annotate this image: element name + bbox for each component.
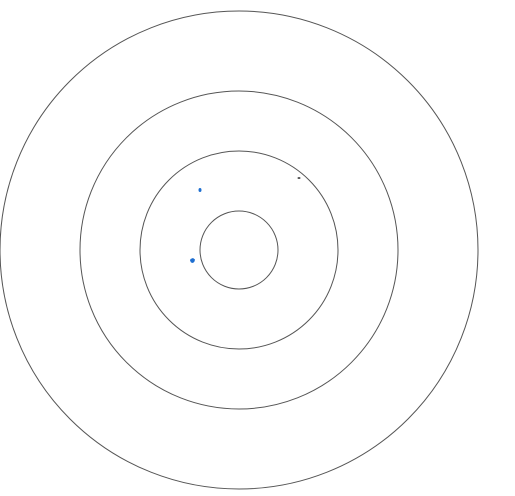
target-rings [0, 10, 479, 490]
mark-upper [198, 188, 202, 192]
marks [190, 177, 301, 263]
ring-inner [199, 210, 279, 290]
ring-second [139, 150, 339, 350]
mark-left-cluster [190, 258, 195, 263]
ring-outer [0, 10, 479, 490]
mark-right-tick [297, 177, 301, 179]
ring-third [79, 90, 399, 410]
